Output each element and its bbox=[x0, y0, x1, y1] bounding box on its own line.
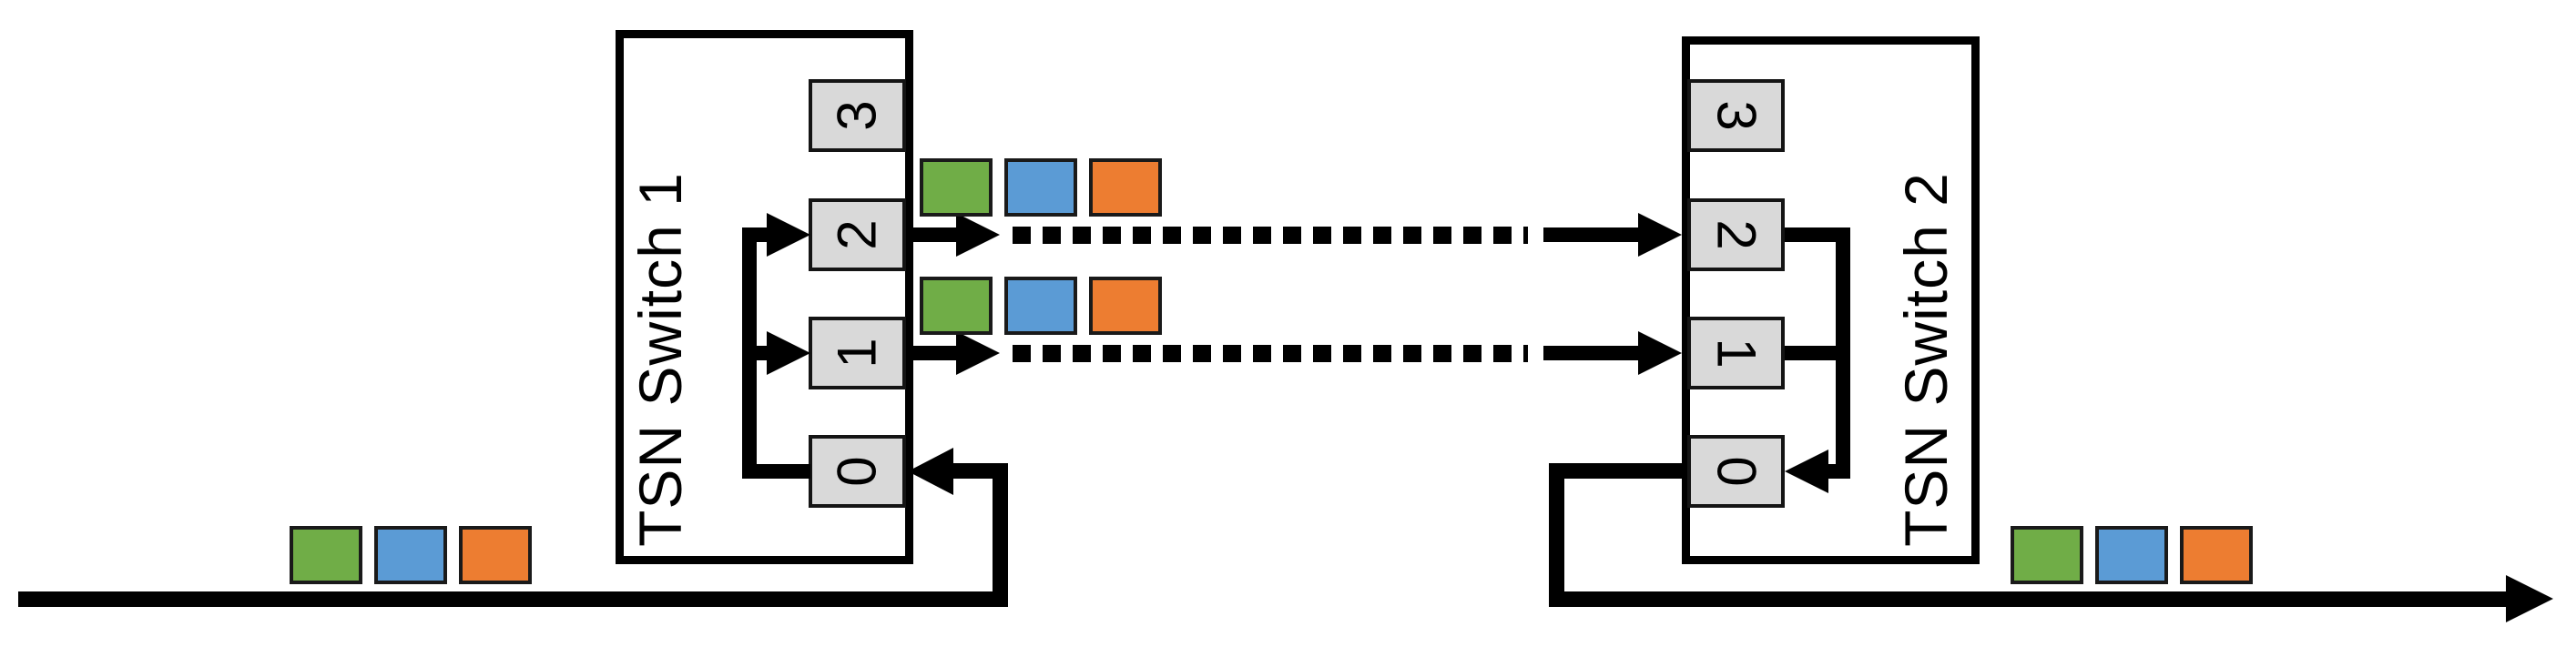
switch1-port-2-label: 2 bbox=[826, 219, 888, 250]
switch1-port-1: 1 bbox=[809, 317, 906, 389]
link-port2-dashed-line bbox=[1013, 227, 1528, 244]
switch2-internal-trunk-line bbox=[1836, 227, 1850, 479]
switch2-port1-internal-line bbox=[1785, 346, 1850, 360]
switch2-port-1: 1 bbox=[1687, 317, 1785, 389]
switch2-to-port0-line bbox=[1827, 464, 1850, 479]
blue-packet bbox=[2095, 526, 2168, 584]
switch1-to-port2-arrowhead-icon bbox=[767, 213, 810, 257]
switch2-port-3-label: 3 bbox=[1705, 100, 1767, 131]
green-packet bbox=[2011, 526, 2083, 584]
switch2-port-1-label: 1 bbox=[1705, 338, 1767, 369]
blue-packet bbox=[374, 526, 447, 584]
egress-riser-line bbox=[1549, 463, 1564, 607]
blue-packet bbox=[1004, 277, 1077, 335]
egress-rail-line bbox=[1549, 591, 2509, 607]
switch2-port-0-label: 0 bbox=[1705, 456, 1767, 487]
switch2-port-0: 0 bbox=[1687, 435, 1785, 508]
switch2-port-3: 3 bbox=[1687, 79, 1785, 152]
green-packet bbox=[920, 277, 993, 335]
link-port1-out-arrowhead-icon bbox=[956, 331, 1000, 375]
link-port2-out-line bbox=[906, 227, 961, 242]
egress-from-port0-line bbox=[1549, 463, 1687, 479]
link-port1-in-arrowhead-icon bbox=[1638, 331, 1682, 375]
link-port1-out-line bbox=[906, 346, 961, 360]
switch2-port-2-label: 2 bbox=[1705, 219, 1767, 250]
egress-arrowhead-icon bbox=[2506, 575, 2553, 622]
switch2-port2-internal-line bbox=[1785, 227, 1850, 242]
switch2-label: TSN Switch 2 bbox=[1892, 172, 1960, 547]
switch1-to-port2-line bbox=[742, 227, 774, 242]
switch1-port1-queue bbox=[920, 277, 1162, 335]
orange-packet bbox=[1089, 277, 1162, 335]
orange-packet bbox=[2180, 526, 2253, 584]
ingress-riser-line bbox=[993, 463, 1008, 607]
green-packet bbox=[920, 158, 993, 217]
egress-packet-group bbox=[2011, 526, 2253, 584]
link-port2-in-arrowhead-icon bbox=[1638, 213, 1682, 257]
switch2-port-2: 2 bbox=[1687, 198, 1785, 271]
orange-packet bbox=[459, 526, 532, 584]
blue-packet bbox=[1004, 158, 1077, 217]
link-port1-in-line bbox=[1543, 346, 1638, 360]
switch1-port-0: 0 bbox=[809, 435, 906, 508]
switch1-port-1-label: 1 bbox=[826, 338, 888, 369]
switch1-port-0-label: 0 bbox=[826, 456, 888, 487]
switch1-to-port1-line bbox=[742, 346, 774, 360]
link-port2-out-arrowhead-icon bbox=[956, 213, 1000, 257]
link-port1-dashed-line bbox=[1013, 345, 1528, 362]
ingress-packet-group bbox=[290, 526, 532, 584]
link-port2-in-line bbox=[1543, 227, 1638, 242]
switch1-port-3-label: 3 bbox=[826, 100, 888, 131]
green-packet bbox=[290, 526, 362, 584]
orange-packet bbox=[1089, 158, 1162, 217]
ingress-to-port0-line bbox=[952, 463, 1008, 479]
switch1-port-3: 3 bbox=[809, 79, 906, 152]
ingress-rail-line bbox=[18, 591, 1008, 607]
switch1-port-2: 2 bbox=[809, 198, 906, 271]
switch1-port0-internal-line bbox=[742, 464, 810, 479]
switch1-port2-queue bbox=[920, 158, 1162, 217]
switch1-label: TSN Switch 1 bbox=[626, 172, 694, 547]
switch2-to-port0-arrowhead-icon bbox=[1785, 450, 1828, 493]
ingress-arrowhead-icon bbox=[908, 448, 953, 495]
switch1-to-port1-arrowhead-icon bbox=[767, 331, 810, 375]
